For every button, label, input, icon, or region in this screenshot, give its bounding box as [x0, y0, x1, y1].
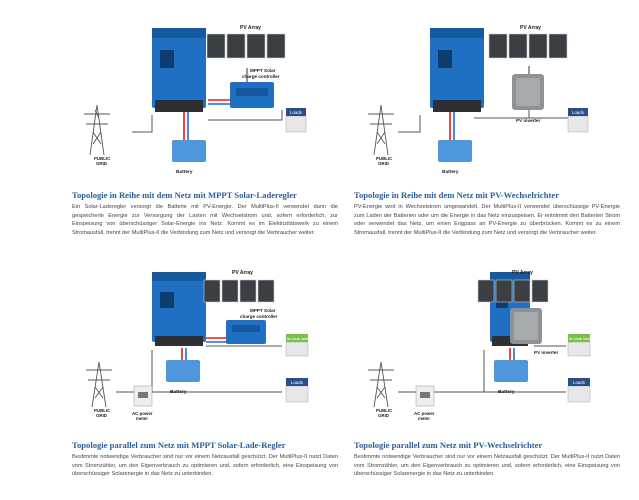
card-description: Ein Solar-Laderegler versorgt die Batter…	[72, 204, 338, 236]
battery-icon	[166, 360, 200, 382]
svg-text:meter: meter	[418, 416, 430, 421]
topology-diagram-parallel-mppt: PUBLIC GRID PV Array MPPT Solar charge c…	[86, 270, 309, 421]
pv-array-label: PV Array	[520, 25, 541, 31]
multiplus-inverter-icon	[152, 28, 206, 112]
pv-inverter-label: PV inverter	[516, 118, 540, 123]
battery-icon	[494, 360, 528, 382]
public-grid-label: PUBLIC	[94, 408, 111, 413]
public-grid-label: PUBLIC	[376, 408, 393, 413]
public-grid-label: PUBLIC	[94, 156, 111, 161]
loads-icon	[285, 385, 309, 403]
pv-inverter-icon	[510, 308, 542, 344]
pv-array-label: PV Array	[240, 25, 261, 31]
public-grid-label: PUBLIC	[376, 156, 393, 161]
mppt-label: MPPT Solar	[250, 308, 276, 313]
pv-array-label: PV Array	[232, 270, 253, 276]
multiplus-inverter-icon	[430, 28, 484, 112]
ac-power-meter-label: AC power	[414, 411, 435, 416]
pv-array-icon	[206, 33, 286, 59]
svg-text:meter: meter	[136, 416, 148, 421]
battery-label: Battery	[170, 389, 187, 395]
no-break-loads-icon	[567, 341, 591, 357]
loads-icon	[285, 115, 307, 133]
ac-power-meter-label: AC power	[132, 411, 153, 416]
svg-text:GRID: GRID	[378, 161, 389, 166]
card-title: Topologie parallel zum Netz mit PV-Wechs…	[354, 440, 543, 450]
topology-diagram-series-pv-inverter: PUBLIC GRID PV Array PV inverter Loads B…	[368, 25, 589, 175]
card-description: PV-Energie wird in Wechselstrom umgewand…	[354, 204, 620, 236]
no-break-loads-icon	[285, 341, 309, 357]
power-tower-icon	[84, 104, 110, 156]
power-tower-icon	[368, 104, 394, 156]
pv-array-icon	[488, 33, 568, 59]
battery-label: Battery	[442, 169, 459, 175]
battery-label: Battery	[498, 389, 515, 395]
svg-text:GRID: GRID	[378, 413, 389, 418]
no-break-loads-label: No-break loads	[569, 337, 591, 341]
svg-text:charge controller: charge controller	[240, 314, 278, 319]
card-title: Topologie in Reihe mit dem Netz mit PV-W…	[354, 190, 560, 200]
power-tower-icon	[368, 361, 394, 408]
topology-diagram-series-mppt: PUBLIC GRID PV Array MPPT Solar charge c…	[84, 25, 307, 175]
pv-array-icon	[477, 279, 549, 303]
battery-icon	[172, 140, 206, 162]
loads-label: Loads	[290, 110, 303, 115]
battery-icon	[438, 140, 472, 162]
pv-array-label: PV Array	[512, 270, 533, 276]
topology-diagram-parallel-pv-inverter: PUBLIC GRID PV Array PV inverter No-brea…	[368, 270, 591, 421]
loads-icon	[567, 115, 589, 133]
pv-array-icon	[203, 279, 275, 303]
pv-inverter-icon	[512, 74, 544, 110]
multiplus-inverter-icon	[152, 272, 206, 346]
loads-label: Loads	[573, 380, 586, 385]
power-tower-icon	[86, 361, 112, 408]
mppt-label: MPPT Solar	[250, 68, 276, 73]
loads-label: Loads	[572, 110, 585, 115]
svg-text:charge controller: charge controller	[242, 74, 280, 79]
card-description: Bestimmte notwendige Verbraucher sind nu…	[354, 454, 620, 478]
svg-text:GRID: GRID	[96, 161, 107, 166]
card-description: Bestimmte notwendige Verbraucher sind nu…	[72, 454, 338, 478]
no-break-loads-label: No-break loads	[287, 337, 309, 341]
pv-inverter-label: PV inverter	[534, 350, 558, 355]
mppt-controller-icon	[230, 82, 274, 108]
svg-text:GRID: GRID	[96, 413, 107, 418]
card-title: Topologie in Reihe mit dem Netz mit MPPT…	[72, 190, 297, 200]
loads-label: Loads	[291, 380, 304, 385]
mppt-controller-icon	[226, 320, 266, 344]
battery-label: Battery	[176, 169, 193, 175]
loads-icon	[567, 385, 591, 403]
card-title: Topologie parallel zum Netz mit MPPT Sol…	[72, 440, 286, 450]
